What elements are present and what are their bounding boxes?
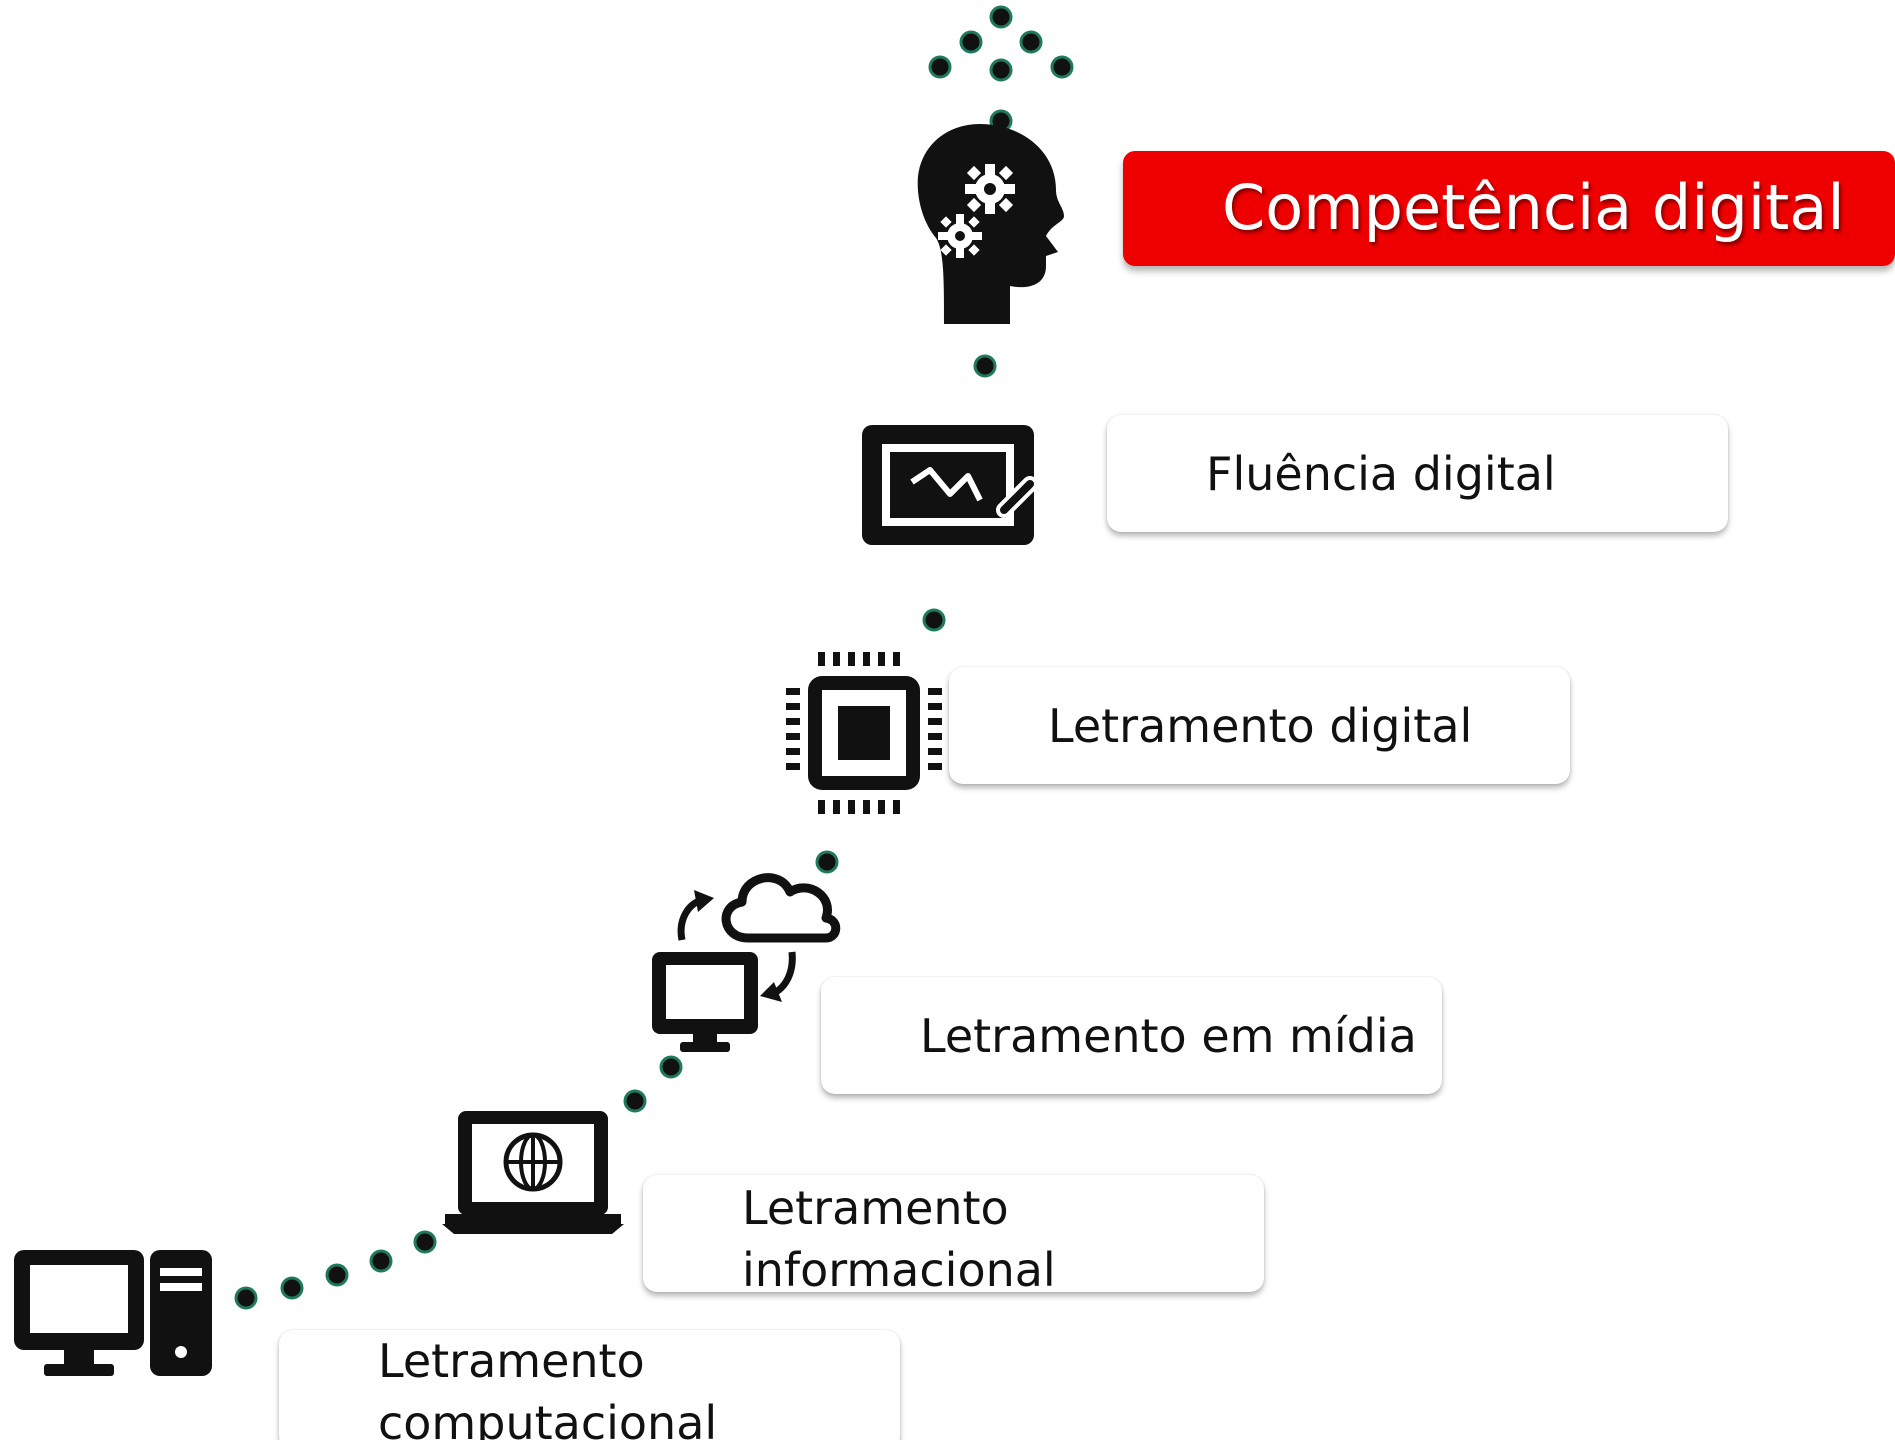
level-label: Letramento informacional <box>742 1181 1056 1297</box>
level-box-letramento-em-midia: Letramento em mídia <box>821 977 1442 1094</box>
head-gears-icon <box>917 124 1064 324</box>
level-box-letramento-digital: Letramento digital <box>949 667 1570 784</box>
monitor-cloud-sync-icon <box>652 873 841 1052</box>
dotted-connector <box>234 5 1074 1310</box>
microchip-icon <box>786 652 942 814</box>
level-box-letramento-informacional: Letramento informacional <box>643 1175 1264 1297</box>
level-label: Letramento computacional <box>378 1334 718 1440</box>
level-label: Fluência digital <box>1206 447 1556 501</box>
highlight-label: Competência digital <box>1222 171 1845 244</box>
level-box-fluencia-digital: Fluência digital <box>1107 415 1728 532</box>
laptop-globe-icon <box>442 1111 624 1234</box>
desktop-computer-icon <box>14 1250 212 1376</box>
level-box-letramento-computacional: Letramento computacional <box>279 1330 900 1440</box>
level-label: Letramento digital <box>1048 699 1473 753</box>
drawing-tablet-icon <box>862 425 1038 545</box>
highlight-box-competencia-digital: Competência digital <box>1123 151 1895 266</box>
level-label: Letramento em mídia <box>920 1009 1417 1063</box>
